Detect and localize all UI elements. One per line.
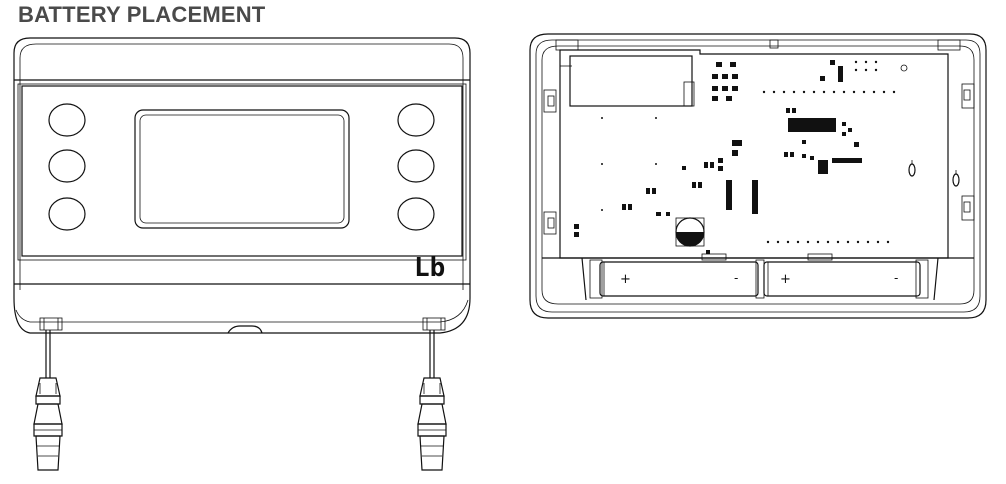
page-title: BATTERY PLACEMENT <box>18 2 266 27</box>
display-code: Lb <box>414 253 445 283</box>
right-button-middle <box>397 149 435 183</box>
circuit-board <box>559 49 949 259</box>
pcb-ribbon-connector <box>569 55 693 107</box>
battery-1 <box>599 261 759 297</box>
pcb-capacitor <box>675 217 705 247</box>
right-button-bottom <box>397 197 435 231</box>
right-terminal-bracket <box>422 317 446 331</box>
battery-2 <box>763 261 921 297</box>
front-face-panel <box>21 85 463 257</box>
left-button-bottom <box>48 197 86 231</box>
left-wire-connector <box>33 377 63 471</box>
pcb-pins <box>908 160 960 187</box>
lcd-display <box>134 109 350 229</box>
top-clip-left <box>555 39 579 51</box>
right-button-top <box>397 103 435 137</box>
battery-2-plus: + <box>780 272 791 287</box>
left-terminal-bracket <box>39 317 63 331</box>
battery-2-minus: - <box>894 271 898 285</box>
thermostat-front-view: Lb <box>13 37 471 471</box>
right-wire-connector <box>417 377 447 471</box>
left-button-top <box>48 103 86 137</box>
left-button-middle <box>48 149 86 183</box>
housing-inner-edge <box>36 43 464 290</box>
pcb-components <box>574 60 862 254</box>
battery-1-minus: - <box>734 271 738 285</box>
thermostat-back-view: + - + - <box>529 33 987 319</box>
thermostat-housing <box>13 37 471 334</box>
back-housing <box>529 33 987 319</box>
side-clips <box>543 83 975 235</box>
top-clip-right <box>937 39 961 51</box>
battery-compartment: + - + - <box>542 253 974 301</box>
pcb-pad-rows <box>601 60 896 244</box>
housing-bottom-notch <box>227 325 263 334</box>
battery-1-plus: + <box>620 272 631 287</box>
